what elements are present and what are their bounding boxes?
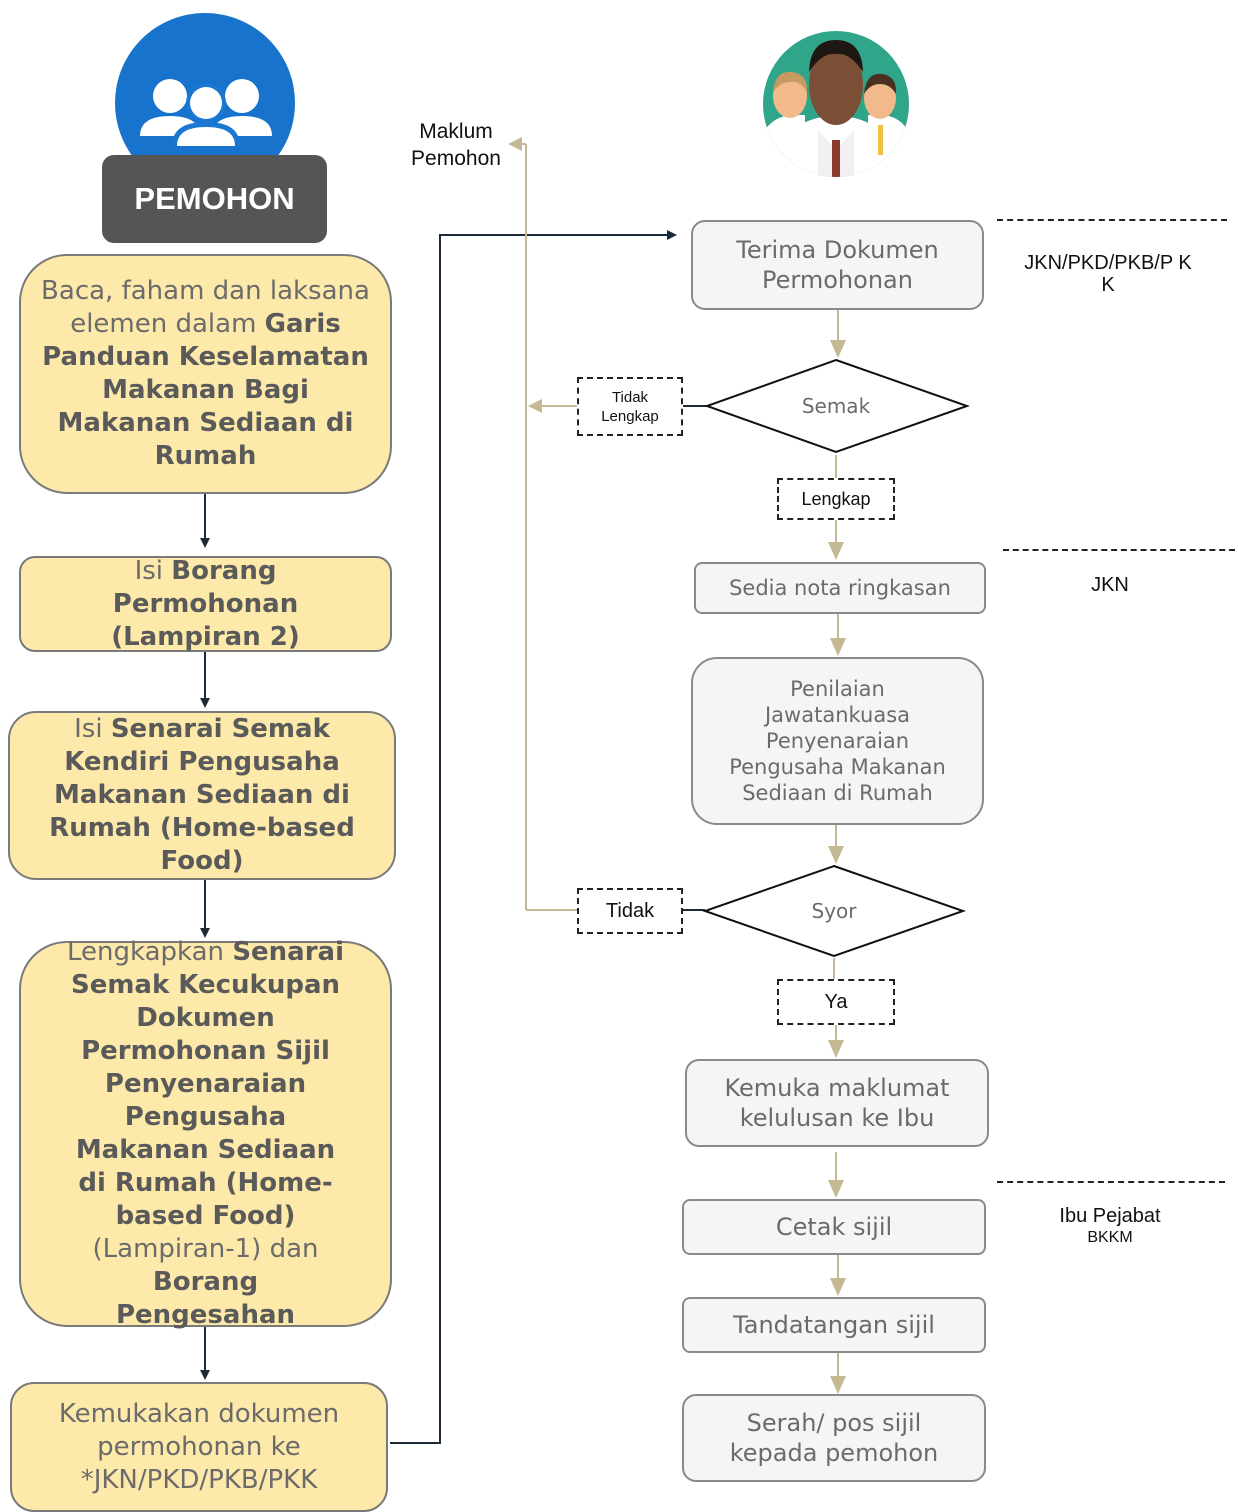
semak-label: Semak (801, 394, 871, 418)
responsibility-jkn: JKN (1091, 574, 1129, 596)
no-label: Tidak (577, 888, 683, 934)
receive-documents-box: Terima Dokumen Permohonan (691, 220, 984, 310)
sign-certificate-box: Tandatangan sijil (682, 1297, 986, 1353)
responsibility-hq: Ibu Pejabat BKKM (1059, 1205, 1161, 1246)
applicant-title: PEMOHON (134, 181, 295, 216)
print-certificate-box: Cetak sijil (682, 1199, 986, 1255)
semak-diamond (704, 358, 971, 454)
step-submit-documents: Kemukakan dokumen permohonan ke *JKN/PKD… (10, 1382, 388, 1512)
applicant-group-icon (115, 13, 295, 193)
step-fill-application-form: Isi Borang Permohonan (Lampiran 2) (19, 556, 392, 652)
syor-label: Syor (811, 899, 857, 923)
syor-diamond (701, 864, 967, 958)
divider-1 (997, 219, 1227, 221)
committee-assessment-box: Penilaian Jawatankuasa Penyenaraian Peng… (691, 657, 984, 825)
applicant-title-box: PEMOHON (102, 155, 327, 243)
complete-label: Lengkap (777, 478, 895, 520)
step-complete-documents: Lengkapkan Senarai Semak Kecukupan Dokum… (19, 937, 392, 1330)
feedback-lines (508, 137, 577, 911)
applicant-flow-arrows (200, 230, 677, 1444)
decision-connectors (683, 405, 707, 911)
yes-label: Ya (777, 979, 895, 1025)
summary-note-box: Sedia nota ringkasan (694, 562, 986, 614)
process-flow-arrows (828, 310, 846, 1394)
divider-2 (1003, 549, 1235, 551)
notify-applicant-label: Maklum Pemohon (411, 120, 501, 170)
officers-icon (763, 31, 909, 177)
step-read-guidelines: Baca, faham dan laksana elemen dalam Gar… (19, 254, 392, 494)
incomplete-label: Tidak Lengkap (577, 377, 683, 436)
step-fill-self-checklist: Isi Senarai Semak Kendiri Pengusaha Maka… (8, 711, 396, 880)
responsibility-jkn-pkd: JKN/PKD/PKB/P KK (1024, 252, 1192, 296)
deliver-certificate-box: Serah/ pos sijil kepada pemohon (682, 1394, 986, 1482)
divider-3 (997, 1181, 1225, 1183)
submit-approval-box: Kemuka maklumat kelulusan ke Ibu (685, 1059, 989, 1147)
